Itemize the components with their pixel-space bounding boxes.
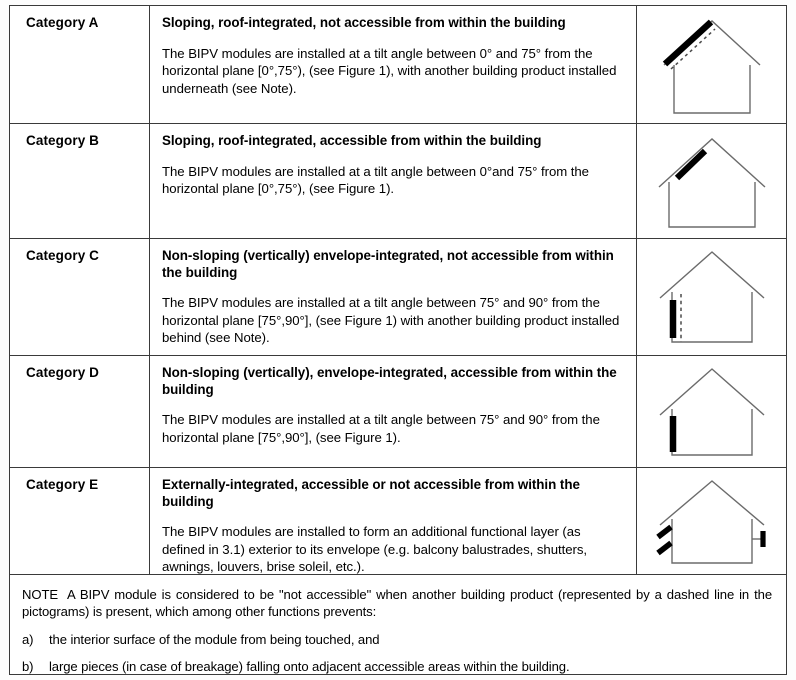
category-label: Category C [26,248,100,263]
description-body: The BIPV modules are installed at a tilt… [162,412,600,445]
description-body: The BIPV modules are installed at a tilt… [162,45,617,96]
category-cell: Category C [10,239,150,355]
bipv-category-table: Category A Sloping, roof-integrated, not… [9,5,787,675]
house-roof-module-with-dashed-layer-icon [662,19,760,114]
description-cell: Externally-integrated, accessible or not… [150,468,637,574]
note-item-text: the interior surface of the module from … [49,632,380,647]
category-label: Category D [26,365,100,380]
pictogram-cell [637,468,786,574]
description-title: Non-sloping (vertically) envelope-integr… [162,248,614,280]
description-body: The BIPV modules are installed at a tilt… [162,163,589,197]
description-title: Sloping, roof-integrated, accessible fro… [162,133,542,148]
note-label: NOTE [22,587,58,602]
category-label: Category E [26,477,99,492]
note-paragraph-text: A BIPV module is considered to be "not a… [22,587,772,619]
category-cell: Category A [10,6,150,123]
table-row: Category C Non-sloping (vertically) enve… [10,239,786,356]
description-cell: Sloping, roof-integrated, accessible fro… [150,124,637,238]
note-item-marker: a) [22,632,34,647]
pictogram-cell [637,239,786,355]
description-cell: Sloping, roof-integrated, not accessible… [150,6,637,123]
description-cell: Non-sloping (vertically) envelope-integr… [150,239,637,355]
note-item-marker: b) [22,659,34,674]
table-row: Category B Sloping, roof-integrated, acc… [10,124,786,239]
category-cell: Category B [10,124,150,238]
description-body: The BIPV modules are installed at a tilt… [162,295,620,345]
table-row: Category D Non-sloping (vertically), env… [10,356,786,468]
description-title: Externally-integrated, accessible or not… [162,477,580,509]
description-cell: Non-sloping (vertically), envelope-integ… [150,356,637,467]
table-row: Category A Sloping, roof-integrated, not… [10,6,786,124]
category-cell: Category D [10,356,150,467]
house-wall-module-with-dashed-layer-icon [659,251,764,343]
pictogram-cell [637,6,786,123]
house-roof-module-icon [658,138,765,228]
note-list-item: a) the interior surface of the module fr… [22,631,772,648]
table-row: Category E Externally-integrated, access… [10,468,786,575]
note-item-text: large pieces (in case of breakage) falli… [49,659,570,674]
house-wall-module-icon [659,368,764,456]
description-body: The BIPV modules are installed to form a… [162,524,587,574]
note-list-item: b) large pieces (in case of breakage) fa… [22,658,772,675]
category-label: Category A [26,15,99,30]
category-label: Category B [26,133,100,148]
house-external-louvers-icon [655,480,766,564]
description-title: Sloping, roof-integrated, not accessible… [162,15,566,30]
description-title: Non-sloping (vertically), envelope-integ… [162,365,617,397]
category-cell: Category E [10,468,150,574]
pictogram-cell [637,356,786,467]
pictogram-cell [637,124,786,238]
